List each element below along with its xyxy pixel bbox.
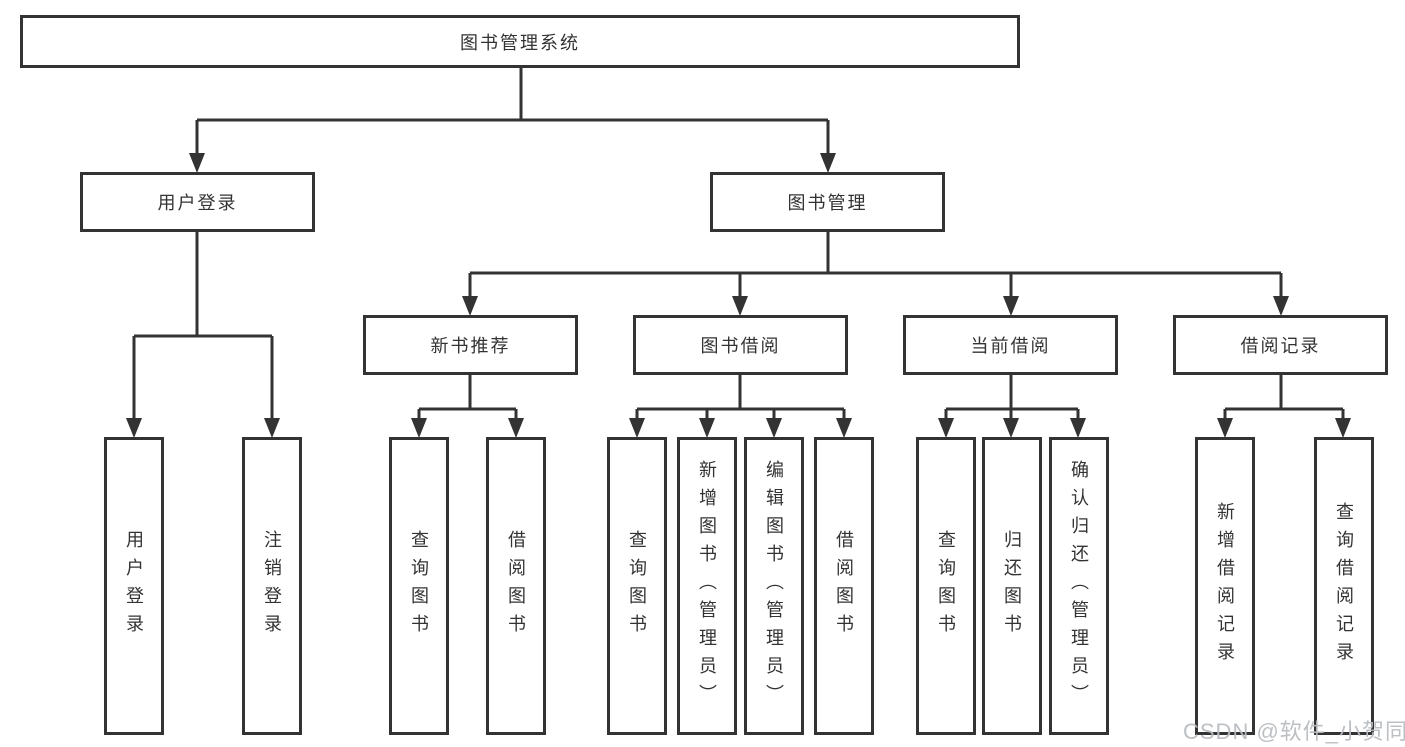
node-root: 图书管理系统 [20,15,1020,68]
leaf-borrow-book-recommend: 借阅图书 [486,437,546,735]
leaf-add-borrow-record-label: 新增借阅记录 [1215,502,1235,670]
node-current-borrow-label: 当前借阅 [970,336,1051,356]
leaf-add-book-admin-label: 新增图书（管理员） [697,460,717,712]
node-book-borrow: 图书借阅 [633,315,848,375]
leaf-user-login-label: 用户登录 [124,530,144,642]
node-borrow-records-label: 借阅记录 [1240,336,1321,356]
leaf-query-borrow-record: 查询借阅记录 [1314,437,1374,735]
node-book-borrow-label: 图书借阅 [700,336,781,356]
leaf-query-book-recommend: 查询图书 [389,437,449,735]
node-root-label: 图书管理系统 [460,32,580,53]
node-user-login-label: 用户登录 [157,193,238,213]
leaf-logout-label: 注销登录 [262,530,282,642]
leaf-query-book-current: 查询图书 [916,437,976,735]
leaf-return-book: 归还图书 [982,437,1042,735]
leaf-edit-book-admin-label: 编辑图书（管理员） [764,460,784,712]
leaf-logout: 注销登录 [242,437,302,735]
leaf-add-book-admin: 新增图书（管理员） [677,437,737,735]
leaf-query-book-recommend-label: 查询图书 [409,530,429,642]
leaf-confirm-return-admin-label: 确认归还（管理员） [1069,460,1089,712]
leaf-add-borrow-record: 新增借阅记录 [1195,437,1255,735]
leaf-borrow-book-label: 借阅图书 [834,530,854,642]
watermark: CSDN @软件_小贺同学 [1183,719,1405,744]
node-new-book-recommend-label: 新书推荐 [430,336,511,356]
leaf-query-book-borrow: 查询图书 [607,437,667,735]
node-borrow-records: 借阅记录 [1173,315,1388,375]
leaf-user-login: 用户登录 [104,437,164,735]
node-book-management: 图书管理 [710,172,945,232]
node-current-borrow: 当前借阅 [903,315,1118,375]
leaf-edit-book-admin: 编辑图书（管理员） [744,437,804,735]
leaf-return-book-label: 归还图书 [1002,530,1022,642]
arrowheads [126,153,1351,438]
leaf-query-borrow-record-label: 查询借阅记录 [1334,502,1354,670]
leaf-query-book-borrow-label: 查询图书 [627,530,647,642]
node-book-management-label: 图书管理 [787,193,868,213]
node-new-book-recommend: 新书推荐 [363,315,578,375]
leaf-confirm-return-admin: 确认归还（管理员） [1049,437,1109,735]
leaf-borrow-book: 借阅图书 [814,437,874,735]
node-user-login: 用户登录 [80,172,315,232]
leaf-query-book-current-label: 查询图书 [936,530,956,642]
leaf-borrow-book-recommend-label: 借阅图书 [506,530,526,642]
